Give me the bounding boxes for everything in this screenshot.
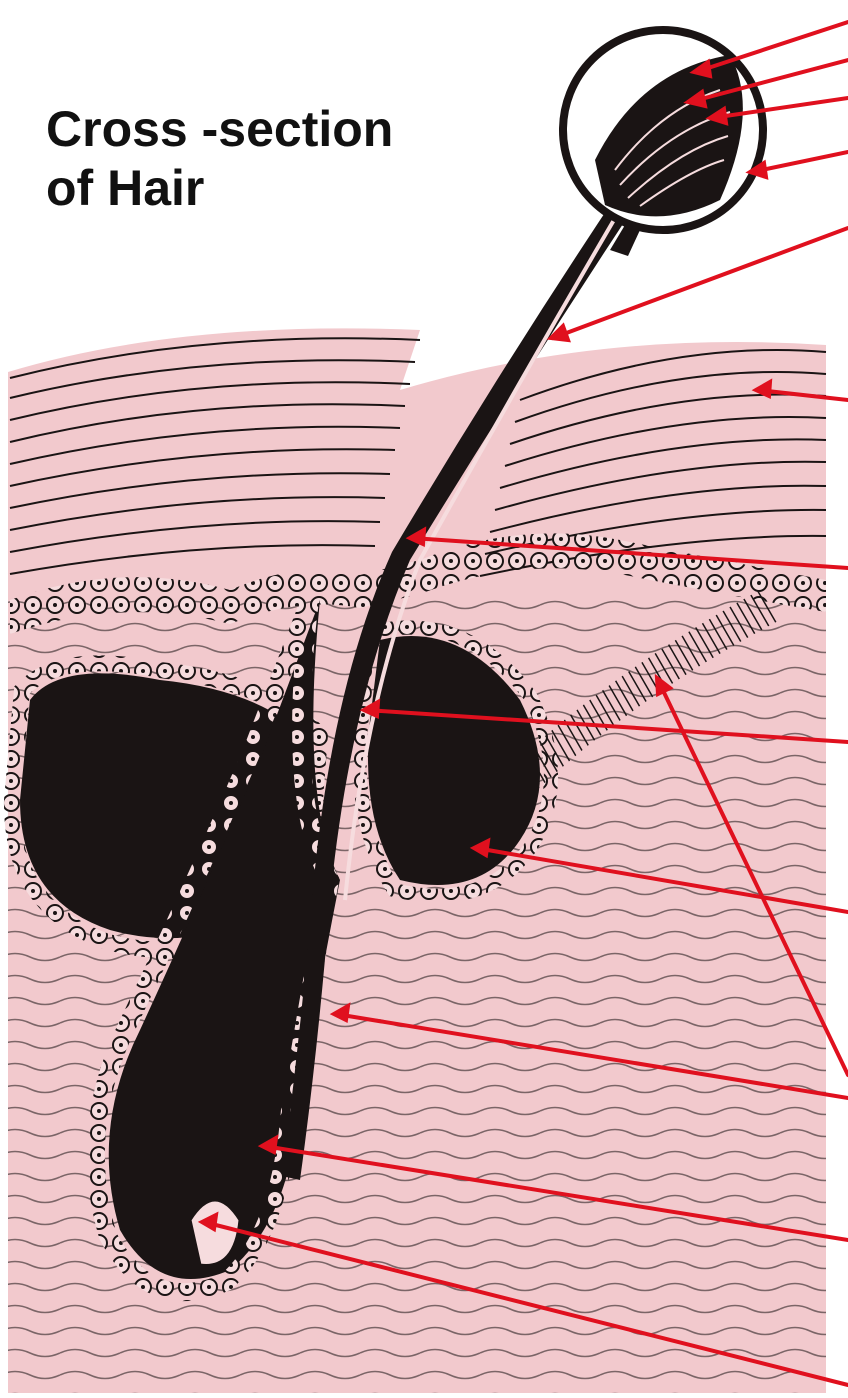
diagram-title: Cross -section of Hair bbox=[46, 100, 393, 218]
title-line-1: Cross -section bbox=[46, 100, 393, 159]
magnifier-inset bbox=[563, 30, 763, 256]
title-line-2: of Hair bbox=[46, 159, 393, 218]
